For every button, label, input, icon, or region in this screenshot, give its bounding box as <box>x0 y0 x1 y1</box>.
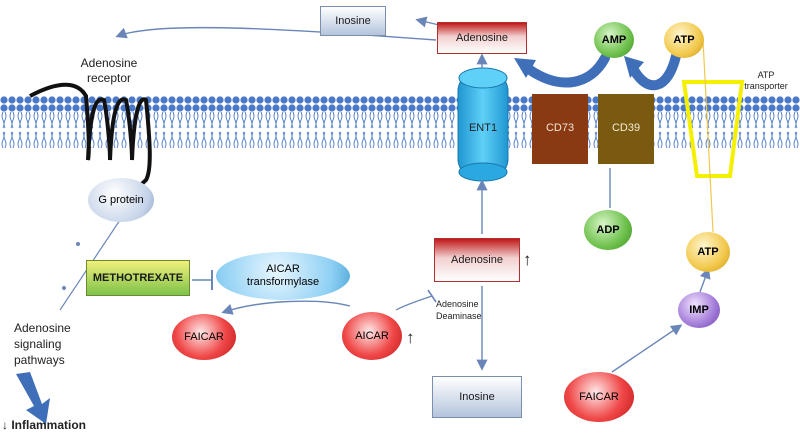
adenosine-mid-box: Adenosine <box>434 238 520 282</box>
aicar-increase-arrow: ↑ <box>406 328 415 347</box>
atp-transporter-label: ATP transporter <box>744 70 788 91</box>
imp-label: IMP <box>689 304 709 316</box>
ent1-label: ENT1 <box>468 122 498 134</box>
adenosine-receptor-label: Adenosine receptor <box>80 56 138 85</box>
cd73-label: CD73 <box>545 122 575 134</box>
methotrexate-label: METHOTREXATE <box>92 272 184 284</box>
aicar-transformylase-label: AICAR transformylase <box>246 263 320 288</box>
adp-label: ADP <box>596 224 620 236</box>
cd73-enzyme <box>532 94 588 164</box>
adp-node: ADP <box>584 210 632 250</box>
faicar-left-label: FAICAR <box>184 331 224 343</box>
amp-node: AMP <box>594 22 634 58</box>
adenosine-top-box: Adenosine <box>437 22 527 54</box>
inosine-top-label: Inosine <box>335 15 371 27</box>
g-protein-node: G protein <box>88 178 154 222</box>
adenosine-top-label: Adenosine <box>456 32 508 44</box>
aicar-transformylase-node: AICAR transformylase <box>216 252 350 300</box>
atp-bottom-node: ATP <box>686 232 730 272</box>
adenosine-increase-arrow: ↑ <box>523 250 532 269</box>
cd39-label: CD39 <box>611 122 641 134</box>
methotrexate-box: METHOTREXATE <box>86 260 190 296</box>
g-protein-label: G protein <box>98 194 144 206</box>
inosine-top-box: Inosine <box>320 6 386 36</box>
adenosine-receptor-shape <box>29 82 152 194</box>
imp-node: IMP <box>678 292 720 328</box>
inflammation-label: ↓ Inflammation <box>2 418 87 432</box>
aicar-label: AICAR <box>355 330 389 342</box>
faicar-bottom-label: FAICAR <box>579 391 619 403</box>
atp-top-node: ATP <box>664 22 704 58</box>
adenosine-mid-label: Adenosine <box>451 254 503 266</box>
atp-transporter-channel <box>681 80 745 178</box>
faicar-left-node: FAICAR <box>172 314 236 360</box>
atp-bottom-label: ATP <box>697 246 719 258</box>
inosine-bottom-label: Inosine <box>459 391 495 403</box>
aicar-node: AICAR <box>342 312 402 360</box>
inosine-bottom-box: Inosine <box>432 376 522 418</box>
adenosine-deaminase-label: Adenosine Deaminase <box>436 299 482 321</box>
atp-top-label: ATP <box>673 34 695 46</box>
faicar-bottom-node: FAICAR <box>564 372 634 422</box>
amp-label: AMP <box>601 34 627 46</box>
adenosine-signaling-label: Adenosine signaling pathways <box>14 321 71 367</box>
cd39-enzyme <box>598 94 654 164</box>
